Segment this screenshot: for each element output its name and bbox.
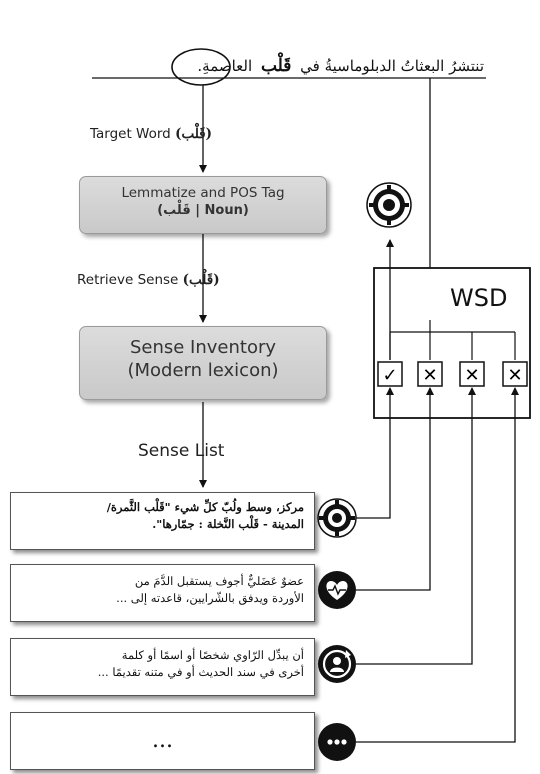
wsd-label: WSD xyxy=(450,284,508,312)
sense-card-2: عضوٌ عَضَليٌّ أجوف يستقبل الدَّمَ من الأ… xyxy=(10,564,315,622)
sense-4-line-1: ... xyxy=(152,728,173,753)
sense-2-line-2: الأوردة ويدفق بالشّرايين، قاعدته إلى ... xyxy=(116,591,304,605)
wsd-select-box-2 xyxy=(417,361,443,387)
person-swap-icon xyxy=(318,645,356,683)
inventory-subtitle: (Modern lexicon) xyxy=(127,360,279,381)
sense-1-line-2: المدينة - قَلْب النَّخلة : جمّارها". xyxy=(152,517,304,531)
sense-2-line-1: عضوٌ عَضَليٌّ أجوف يستقبل الدَّمَ من xyxy=(134,574,304,588)
sense-link-2 xyxy=(356,387,434,591)
sense-3-line-2: أخرى في سند الحديث أو في متنه تقديمًا ..… xyxy=(97,665,304,679)
wsd-select-box-3 xyxy=(459,361,485,387)
input-sentence: تنتشرُ البعثاتُ الدبلوماسيةُ في قَلْب ال… xyxy=(92,56,484,76)
sentence-after: العاصمةِ. xyxy=(197,57,253,75)
sense-card-1: مركز، وسط ولُبّ كلِّ شيء "قَلْب الثَّمرة… xyxy=(10,492,315,550)
wsd-mark-1: ✓ xyxy=(382,365,397,386)
output-target-icon xyxy=(366,182,412,228)
target-word: قَلْب xyxy=(260,56,292,76)
sense-link-1 xyxy=(356,387,394,519)
wsd-select-box-4 xyxy=(502,361,528,387)
target-word-label: Target Word (قَلْب) xyxy=(90,126,213,142)
sense-card-3: أن يبدِّل الرّاوي شخصًا أو اسمًا أو كلمة… xyxy=(10,638,315,696)
wsd-mark-2: ✕ xyxy=(422,365,437,386)
lemmatize-title: Lemmatize and POS Tag xyxy=(121,185,285,201)
wsd-select-box-1 xyxy=(377,361,403,387)
sense-list-label: Sense List xyxy=(138,441,225,461)
wsd-mark-3: ✕ xyxy=(464,365,479,386)
sense-card-4: ... xyxy=(10,712,315,770)
lemmatize-box: Lemmatize and POS Tag (قَلْب | Noun) xyxy=(79,176,327,234)
sense-3-line-1: أن يبدِّل الرّاوي شخصًا أو اسمًا أو كلمة xyxy=(121,648,304,662)
wsd-box xyxy=(373,267,531,419)
sense-1-line-1: مركز، وسط ولُبّ كلِّ شيء "قَلْب الثَّمرة… xyxy=(106,500,304,514)
sense-inventory-box: Sense Inventory (Modern lexicon) xyxy=(79,326,327,400)
lemmatize-result: (قَلْب | Noun) xyxy=(157,203,249,218)
more-icon xyxy=(318,723,356,761)
heart-icon xyxy=(318,571,356,609)
inventory-title: Sense Inventory xyxy=(129,337,277,358)
retrieve-sense-label: Retrieve Sense (قَلْب) xyxy=(77,272,220,288)
target-word-circle xyxy=(171,48,231,86)
target-icon xyxy=(317,498,357,538)
sense-link-4 xyxy=(356,387,519,743)
sentence-before: تنتشرُ البعثاتُ الدبلوماسيةُ في xyxy=(300,57,484,75)
sense-link-3 xyxy=(356,387,476,665)
wsd-mark-4: ✕ xyxy=(507,365,522,386)
